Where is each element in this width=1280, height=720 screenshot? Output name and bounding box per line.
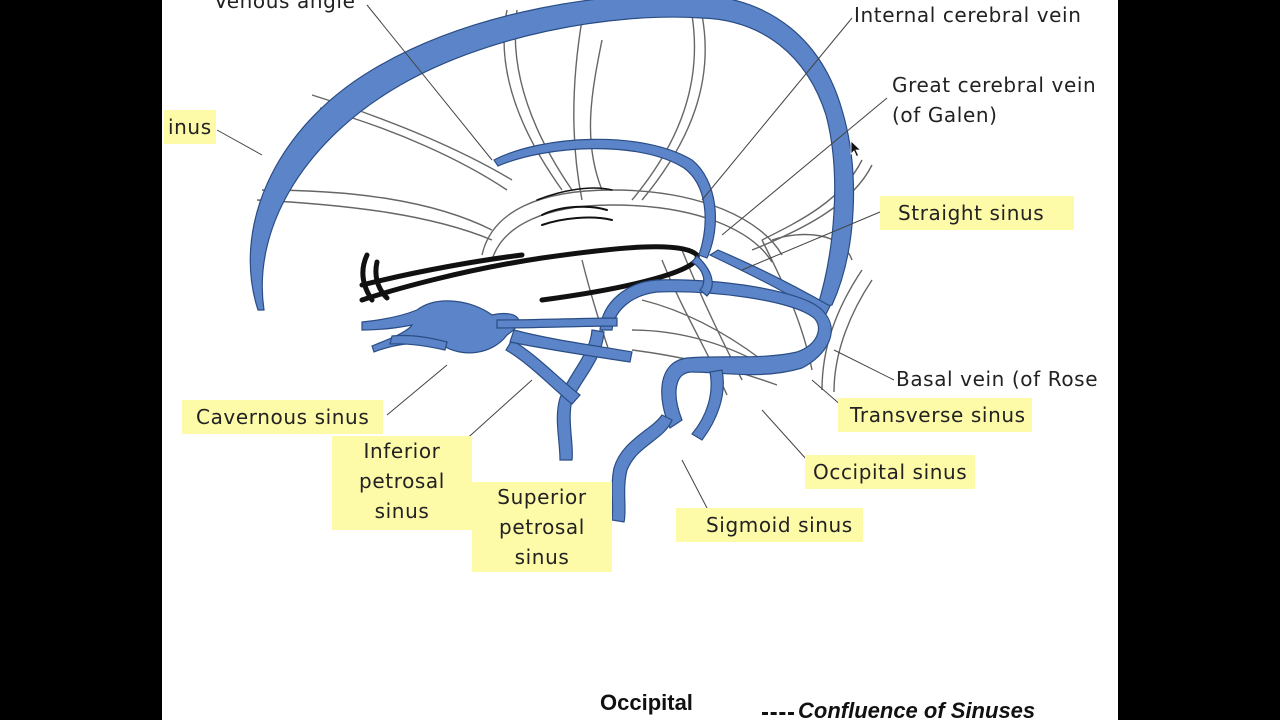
- label-inus: inus: [164, 110, 216, 144]
- label-occipital-sinus: Occipital sinus: [805, 455, 976, 489]
- footer-occipital-label: Occipital: [600, 690, 693, 715]
- label-basal-vein: Basal vein (of Rose: [896, 367, 1099, 391]
- venous-anatomy-diagram: [216, 0, 895, 523]
- label-internal-cerebral-vein: Internal cerebral vein: [854, 3, 1082, 27]
- label-straight-sinus: Straight sinus: [880, 196, 1075, 230]
- label-transverse-sinus: Transverse sinus: [838, 398, 1032, 432]
- label-inferior-petrosal-sinus: Inferior petrosal sinus: [332, 436, 472, 530]
- dural-sinuses: [249, 0, 855, 523]
- label-cavernous-sinus: Cavernous sinus: [182, 400, 384, 434]
- label-superior-petrosal-sinus: Superior petrosal sinus: [472, 482, 612, 572]
- leader-lines: [216, 4, 895, 509]
- footer-confluence-label: Confluence of Sinuses: [798, 698, 1036, 720]
- cerebral-veins-outline: [256, 9, 873, 396]
- label-venous-angle: Venous angle: [214, 0, 356, 13]
- choroid-vessels: [359, 187, 700, 303]
- label-sigmoid-sinus: Sigmoid sinus: [676, 508, 863, 542]
- diagram-canvas: Venous angle Internal cerebral vein Grea…: [162, 0, 1118, 720]
- footer-dash: [762, 712, 794, 715]
- label-great-cerebral-vein: Great cerebral vein (of Galen): [892, 73, 1097, 127]
- mouse-cursor-icon: [850, 140, 862, 158]
